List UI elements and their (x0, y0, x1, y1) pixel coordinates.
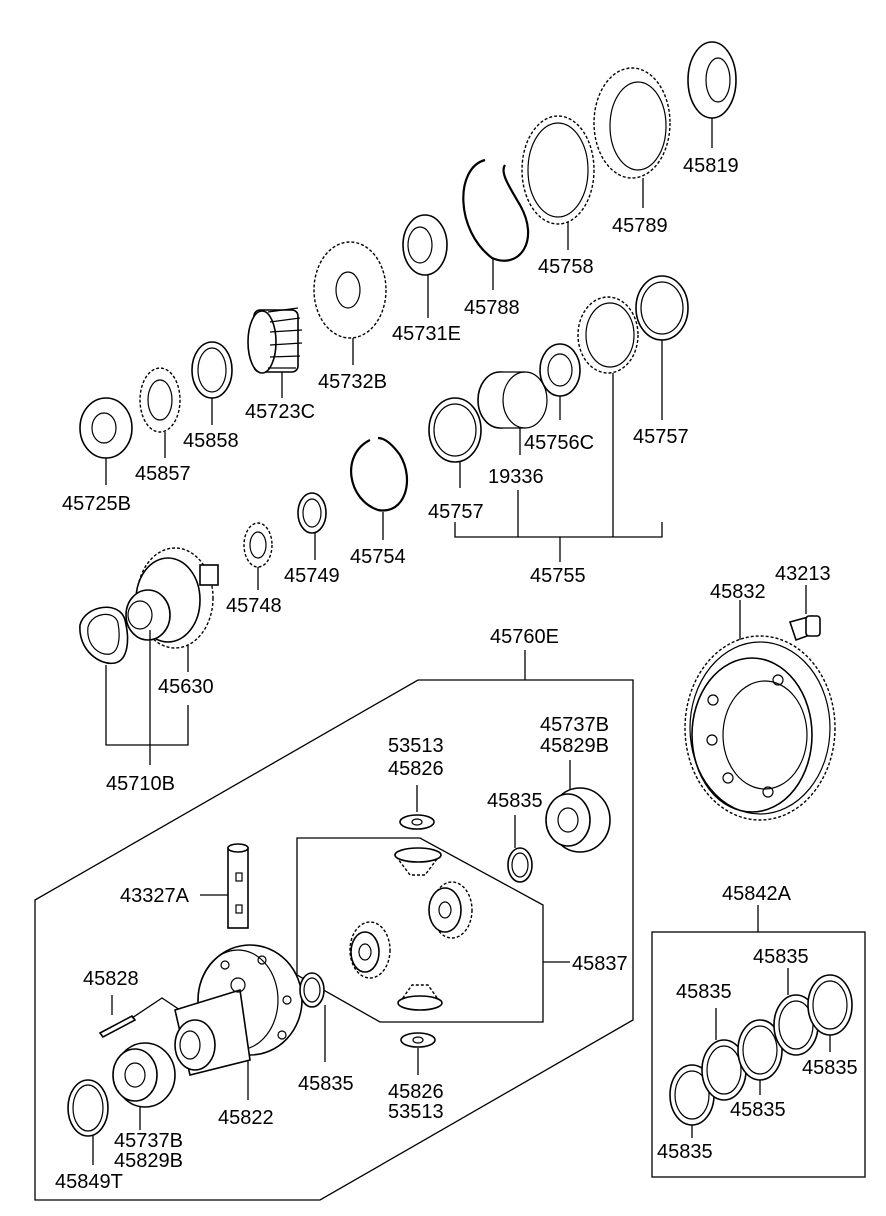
label-45758: 45758 (538, 256, 594, 278)
label-45826-bottom: 45826 (388, 1081, 444, 1103)
label-53513-bottom: 53513 (388, 1101, 444, 1123)
label-45755: 45755 (530, 565, 586, 587)
label-45835-shim-4: 45835 (753, 946, 809, 968)
label-45835-shim-1: 45835 (657, 1141, 713, 1163)
label-45858: 45858 (183, 430, 239, 452)
label-45819: 45819 (683, 155, 739, 177)
part-45857-thrust-bearing[interactable] (139, 367, 181, 458)
label-45754: 45754 (350, 546, 406, 568)
group-bracket-45755 (454, 490, 663, 562)
label-43327A: 43327A (120, 885, 190, 907)
label-45837: 45837 (572, 953, 628, 975)
part-45749-washer[interactable] (297, 492, 327, 560)
label-45829B-right: 45829B (540, 735, 609, 757)
label-45756C: 45756C (524, 432, 594, 454)
group-bracket-45710B (105, 630, 189, 765)
part-45754-snap-ring[interactable] (350, 436, 409, 540)
part-45758-clutch-plate[interactable] (521, 115, 595, 250)
part-45849T-shim[interactable] (67, 1079, 109, 1165)
label-45842A: 45842A (722, 883, 792, 905)
label-45725B: 45725B (62, 493, 131, 515)
label-45757-right: 45757 (633, 426, 689, 448)
label-45826-top: 45826 (388, 758, 444, 780)
label-45828: 45828 (83, 968, 139, 990)
label-45849T: 45849T (55, 1171, 123, 1193)
part-45731E-bearing[interactable] (402, 214, 448, 318)
part-45757-right-plate[interactable] (635, 275, 689, 420)
label-45732B: 45732B (318, 371, 387, 393)
label-45835-top: 45835 (487, 790, 543, 812)
part-side-gear-left[interactable] (349, 921, 391, 979)
part-45725B-bearing[interactable] (79, 397, 133, 485)
part-45822-differential-case[interactable] (174, 944, 303, 1100)
part-45828-pin[interactable] (98, 995, 181, 1039)
part-19336-needle-bearing[interactable] (477, 371, 548, 455)
label-45822: 45822 (218, 1107, 274, 1129)
part-gasket[interactable] (79, 606, 129, 665)
part-45835-washer-mid[interactable] (299, 972, 326, 1062)
label-45832: 45832 (710, 581, 766, 603)
label-45749: 45749 (284, 565, 340, 587)
label-45835-shim-3: 45835 (730, 1099, 786, 1121)
part-43213-bolt[interactable] (788, 585, 821, 642)
label-53513-top: 53513 (388, 735, 444, 757)
part-45826-washer-bottom[interactable] (400, 1032, 436, 1075)
label-45789: 45789 (612, 215, 668, 237)
part-pinion-gear-top[interactable] (393, 847, 442, 876)
label-19336: 19336 (488, 466, 544, 488)
part-45789-synchro-ring[interactable] (593, 67, 671, 208)
label-45760E: 45760E (490, 626, 559, 648)
label-45731E: 45731E (392, 323, 461, 345)
label-45710B: 45710B (106, 773, 175, 795)
label-45788: 45788 (464, 297, 520, 319)
part-45748-thrust-bearing[interactable] (243, 522, 273, 590)
label-45829B-left: 45829B (114, 1150, 183, 1172)
part-45737B-bearing-left[interactable] (112, 1042, 176, 1130)
part-45835-washer-top[interactable] (507, 815, 533, 883)
part-45858-washer[interactable] (191, 341, 233, 425)
part-washer-45756C[interactable] (539, 343, 581, 420)
kit-outline-45760E (34, 679, 634, 1201)
part-45819-bearing-race[interactable] (687, 41, 737, 148)
part-45835-shim-3[interactable] (737, 1019, 783, 1095)
label-43213: 43213 (775, 563, 831, 585)
part-45835-shim-2[interactable] (701, 1008, 747, 1101)
part-45756C-ring-gear[interactable] (577, 296, 639, 537)
part-45835-shim-5[interactable] (807, 974, 853, 1052)
part-45832-ring-gear[interactable] (684, 600, 836, 821)
label-45748: 45748 (226, 595, 282, 617)
part-45723C-gear[interactable] (247, 307, 303, 398)
label-45737B-right: 45737B (540, 714, 609, 736)
label-45737B-left: 45737B (114, 1130, 183, 1152)
part-side-gear-right[interactable] (428, 881, 473, 939)
label-45723C: 45723C (245, 401, 315, 423)
part-45630-differential-assembly[interactable] (125, 547, 219, 672)
part-45732B-hub[interactable] (313, 241, 387, 365)
label-45835-mid: 45835 (298, 1073, 354, 1095)
label-45630: 45630 (158, 676, 214, 698)
part-45757-left-plate[interactable] (428, 397, 482, 488)
part-43327A-pinion-shaft[interactable] (200, 843, 249, 929)
label-45857: 45857 (135, 463, 191, 485)
part-pinion-gear-bottom[interactable] (397, 984, 443, 1011)
label-45835-shim-5: 45835 (802, 1057, 858, 1079)
part-45788-snap-ring[interactable] (462, 158, 530, 290)
label-45835-shim-2: 45835 (676, 981, 732, 1003)
part-45826-washer-top[interactable] (399, 785, 435, 830)
part-45737B-bearing-right[interactable] (545, 760, 611, 853)
label-45757-left: 45757 (428, 501, 484, 523)
